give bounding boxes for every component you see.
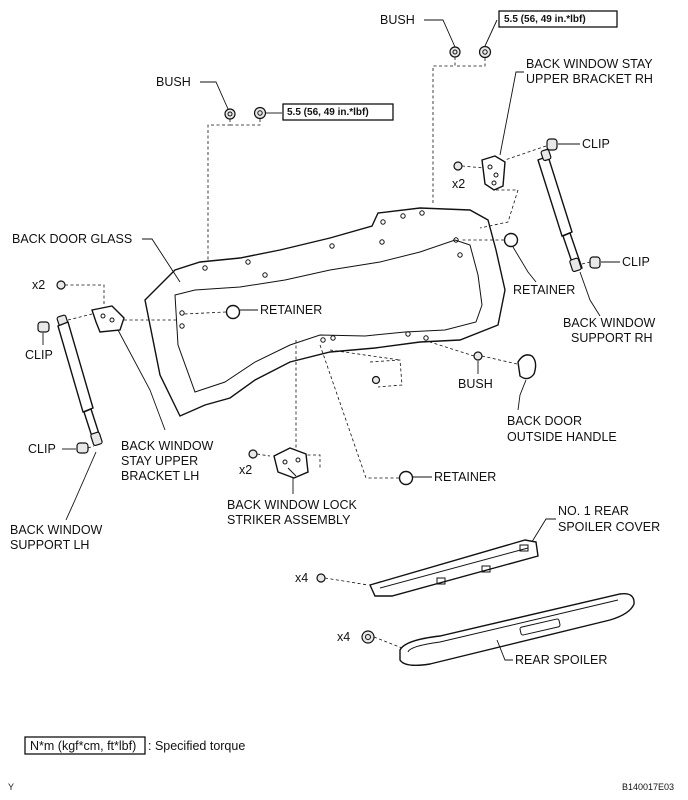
support-lh-label-2: SUPPORT LH (10, 538, 89, 552)
retainer-left-part (225, 304, 241, 320)
stay-rh-label-2: UPPER BRACKET RH (526, 72, 653, 86)
retainer-right-part (503, 232, 519, 248)
retainer-left-label: RETAINER (260, 303, 322, 317)
back-door-glass-label: BACK DOOR GLASS (12, 232, 132, 246)
stay-upper-bracket-lh (91, 305, 125, 333)
spoiler-cover-label-2: SPOILER COVER (558, 520, 660, 534)
striker-label-2: STRIKER ASSEMBLY (227, 513, 351, 527)
retainer-right-label: RETAINER (513, 283, 575, 297)
footer-left-code: Y (8, 782, 14, 792)
back-window-support-lh (56, 314, 103, 447)
striker-bolt-part (248, 449, 258, 459)
legend-box-text: N*m (kgf*cm, ft*lbf) (30, 739, 136, 753)
spoiler-grommet-part (361, 630, 375, 644)
retainer-bottom-label: RETAINER (434, 470, 496, 484)
support-lh-label-1: BACK WINDOW (10, 523, 103, 537)
x4-spoiler-label: x4 (337, 630, 350, 644)
stay-lh-label-2: STAY UPPER (121, 454, 198, 468)
clip-lh-top-label: CLIP (25, 348, 53, 362)
bush-mid-part (224, 108, 236, 120)
support-rh-label-1: BACK WINDOW (563, 316, 656, 330)
handle-label-1: BACK DOOR (507, 414, 582, 428)
striker-label-1: BACK WINDOW LOCK (227, 498, 358, 512)
rear-spoiler (399, 593, 635, 667)
spoiler-cover-label-1: NO. 1 REAR (558, 504, 629, 518)
torque-mid-box (282, 103, 394, 121)
bush-top-part (449, 46, 461, 58)
back-door-glass (144, 207, 506, 417)
x4-cover-label: x4 (295, 571, 308, 585)
bush-mid-label: BUSH (156, 75, 191, 89)
small-bolt-center (371, 375, 381, 385)
clip-lh-bottom-label: CLIP (28, 442, 56, 456)
clip-rh-top (546, 138, 558, 151)
handle-label-2: OUTSIDE HANDLE (507, 430, 617, 444)
glass-hole-markers (179, 210, 463, 343)
x2-lh-label: x2 (32, 278, 45, 292)
torque-mid-label: 5.5 (56, 49 in.*lbf) (287, 107, 369, 118)
stay-lh-label-3: BRACKET LH (121, 469, 199, 483)
torque-top-box (498, 10, 618, 28)
clip-rh-bottom (589, 256, 601, 269)
clip-rh-top-label: CLIP (582, 137, 610, 151)
rear-spoiler-label: REAR SPOILER (515, 653, 607, 667)
torque-top-label: 5.5 (56, 49 in.*lbf) (504, 14, 586, 25)
clip-lh-top (37, 321, 50, 333)
bush-lower-part (473, 351, 483, 361)
stay-upper-bracket-rh (481, 155, 506, 191)
stay-rh-label-1: BACK WINDOW STAY (526, 57, 653, 71)
lock-striker-assembly (273, 447, 309, 479)
nut-mid-part (253, 106, 267, 120)
stay-lh-label-1: BACK WINDOW (121, 439, 214, 453)
nut-top-part (478, 45, 492, 59)
back-door-outside-handle (517, 354, 537, 380)
bush-top-group (424, 19, 498, 205)
no1-rear-spoiler-cover (369, 539, 539, 597)
bush-top-label: BUSH (380, 13, 415, 27)
footer-right-code: B140017E03 (622, 782, 674, 792)
clip-lh-bottom (76, 442, 89, 454)
bolt-lh (56, 280, 66, 290)
bush-lower-label: BUSH (458, 377, 493, 391)
cover-screw-part (316, 573, 326, 583)
back-window-support-rh (537, 148, 583, 273)
clip-rh-bottom-label: CLIP (622, 255, 650, 269)
bolt-rh (453, 161, 463, 171)
retainer-bottom-part (398, 470, 414, 486)
legend-torque-box (24, 736, 146, 755)
x2-rh-label: x2 (452, 177, 465, 191)
bush-mid-group (200, 81, 282, 262)
x2-striker-label: x2 (239, 463, 252, 477)
support-rh-label-2: SUPPORT RH (571, 331, 653, 345)
legend-description: : Specified torque (148, 739, 245, 753)
